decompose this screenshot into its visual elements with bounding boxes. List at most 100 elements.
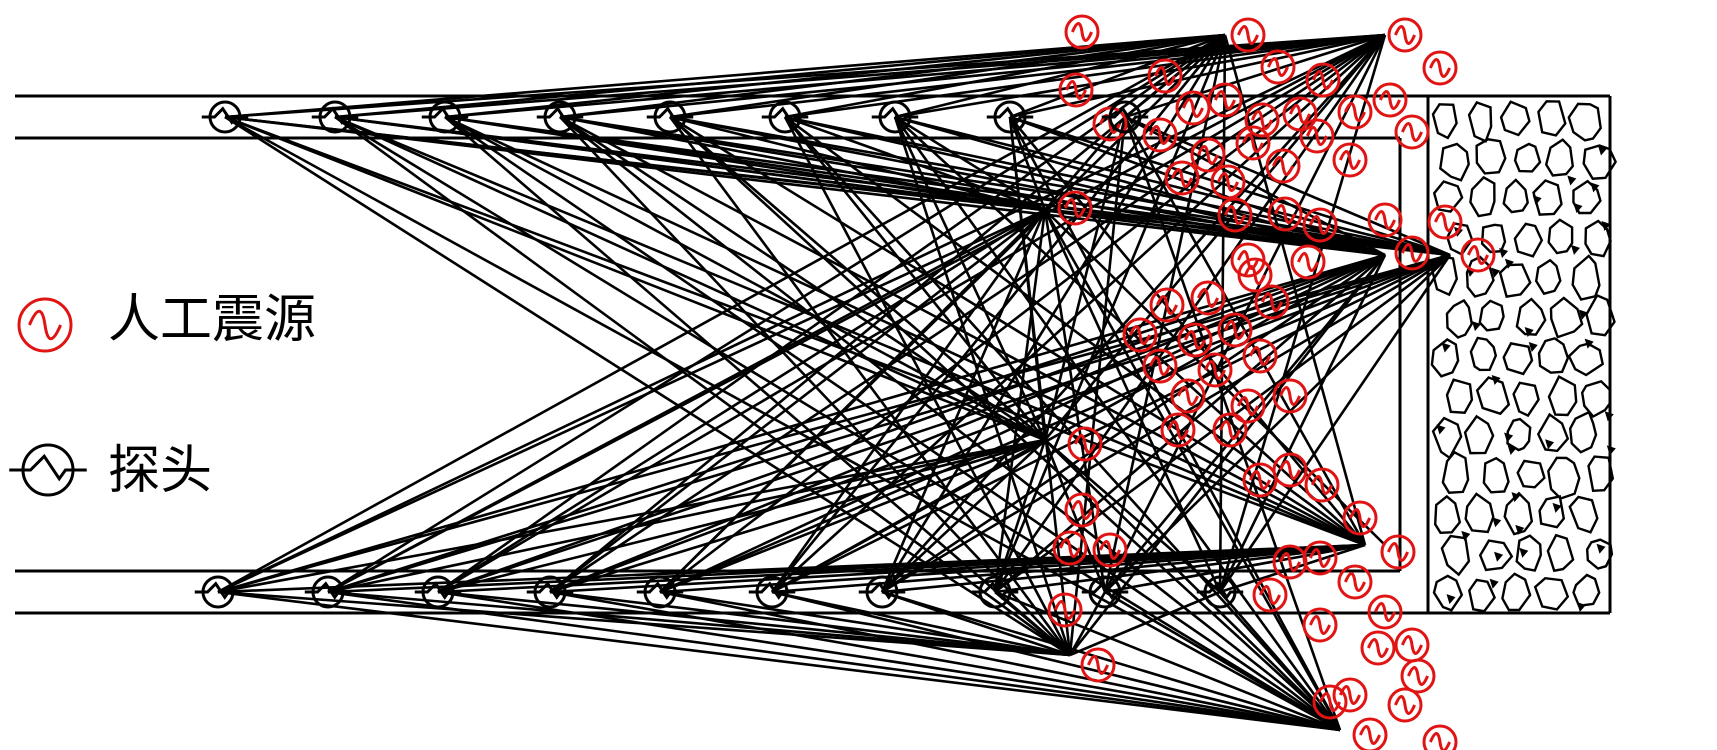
source-icon (1160, 412, 1196, 448)
rock-fragment (1568, 495, 1599, 534)
ray-path (549, 590, 1341, 732)
rock-fragment (1431, 416, 1463, 460)
probe-icon (858, 575, 906, 609)
rock-fragment (1432, 574, 1464, 612)
source-icon (1427, 204, 1463, 240)
source-icon (1237, 257, 1273, 293)
source-icon (1207, 82, 1243, 118)
ray-path (1218, 254, 1387, 593)
ray-path (559, 115, 1046, 212)
ray-path (669, 115, 1046, 212)
ray-path (217, 33, 1386, 594)
rock-fragment (1571, 254, 1601, 301)
ray-path (894, 115, 1046, 212)
ray-path (881, 34, 1386, 593)
ray-path (559, 115, 1341, 732)
ray-path (784, 33, 1226, 119)
source-icon (1147, 58, 1183, 94)
rock-chip (1601, 221, 1611, 232)
rock-fragment (1537, 337, 1570, 374)
rock-chip (1446, 594, 1456, 605)
rock-fragment (1549, 296, 1584, 339)
source-icon (1282, 96, 1318, 132)
rock-fragment (1537, 100, 1567, 137)
source-icon (1092, 532, 1128, 568)
ray-path (559, 115, 1366, 547)
ray-path (894, 115, 1386, 257)
rock-fragment (1585, 293, 1616, 337)
rock-fragment (1482, 456, 1510, 494)
legend-probe-label: 探头 (108, 441, 213, 501)
source-icon (1460, 237, 1496, 273)
rock-fragment (1445, 378, 1474, 414)
rock-fragment (1475, 376, 1511, 416)
source-icon (1400, 658, 1436, 694)
rock-chip (1584, 338, 1594, 349)
rock-chip (1524, 326, 1534, 337)
rock-fragment (1498, 263, 1532, 298)
probe-icon (761, 100, 809, 134)
source-icon (1367, 594, 1403, 630)
ray-path (1008, 116, 1047, 211)
rock-chip (1579, 309, 1589, 320)
rock-fragment (1502, 342, 1534, 376)
source-icon (1254, 284, 1290, 320)
ray-path (327, 590, 1341, 732)
ray-path (217, 33, 1226, 594)
rock-fragment (1587, 455, 1615, 493)
source-icon (1190, 280, 1226, 316)
probe-icon (1101, 100, 1149, 134)
rock-mass-zone (1430, 100, 1617, 613)
ray-path (659, 590, 1341, 732)
ray-path (437, 253, 1386, 594)
source-icon (1312, 684, 1348, 720)
ray-path (327, 253, 1386, 594)
source-icon (1265, 148, 1301, 184)
source-icon (1267, 196, 1303, 232)
probe-icon (986, 100, 1034, 134)
source-icon (1047, 592, 1083, 628)
ray-path (217, 208, 1046, 594)
rock-fragment (1432, 180, 1464, 213)
source-icon (1177, 322, 1213, 358)
ray-path (770, 209, 1047, 593)
ray-path (437, 590, 1071, 657)
source-icon (1230, 17, 1266, 53)
source-icon (1360, 630, 1396, 666)
rock-fragment (1467, 101, 1493, 143)
probes (194, 100, 1244, 609)
rock-chip (1590, 182, 1600, 193)
source-icon (1122, 317, 1158, 353)
ray-path (771, 590, 1071, 657)
artificial-sources (1047, 14, 1496, 750)
legend-source-label: 人工震源 (108, 290, 317, 350)
ray-path (327, 208, 1046, 594)
source-icon (1394, 235, 1430, 271)
ray-path (327, 590, 1071, 657)
source-icon (1372, 82, 1408, 118)
rock-fragment (1480, 223, 1507, 254)
source-icon (1290, 244, 1326, 280)
ray-path (1044, 439, 1341, 731)
rock-fragment (1515, 534, 1543, 572)
rock-fragment (1533, 576, 1570, 611)
ray-path (880, 34, 1227, 593)
rock-fragment (1585, 538, 1614, 570)
ray-path (549, 208, 1046, 594)
ray-path (224, 33, 1226, 119)
ray-path (1218, 34, 1227, 593)
source-icon (1252, 577, 1288, 613)
ray-path (1223, 34, 1367, 546)
probe-icon (871, 100, 919, 134)
rock-fragment (1546, 533, 1575, 573)
ray-path (894, 115, 1451, 257)
ray-path (881, 439, 1046, 593)
rock-chip (1576, 602, 1586, 613)
ray-path (993, 439, 1047, 593)
ray-path (771, 438, 1046, 594)
ray-path (1103, 34, 1227, 593)
rock-fragment (1464, 492, 1495, 534)
legend-icons (9, 297, 87, 497)
source-icon (1052, 530, 1088, 566)
